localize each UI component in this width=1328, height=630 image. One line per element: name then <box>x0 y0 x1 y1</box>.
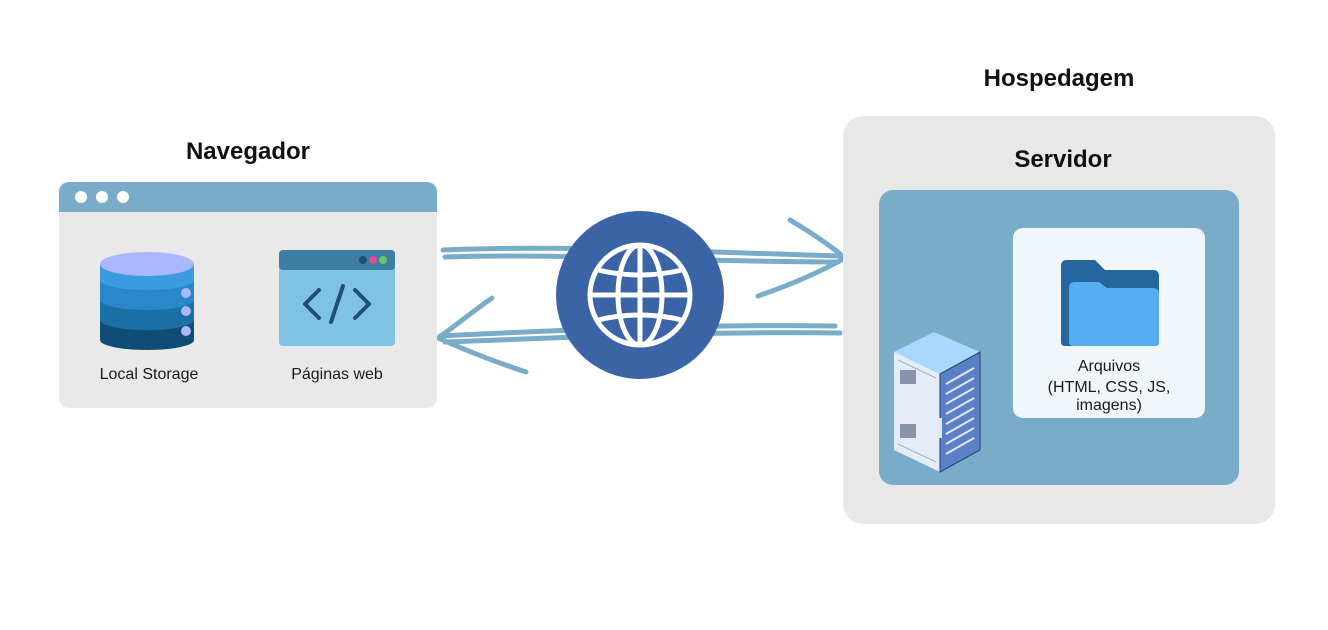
window-dot-icon <box>96 191 108 203</box>
window-dot-icon <box>117 191 129 203</box>
browser-window: Local Storage Páginas web <box>59 182 437 408</box>
globe-icon <box>587 242 693 348</box>
window-dot-icon <box>75 191 87 203</box>
files-label: Arquivos <box>1077 358 1141 375</box>
internet-globe-circle <box>556 211 724 379</box>
browser-title-bar <box>59 182 437 212</box>
browser-title: Navegador <box>185 138 311 165</box>
response-arrow-head-1 <box>435 295 495 341</box>
local-storage-label: Local Storage <box>99 366 199 383</box>
server-title: Servidor <box>1014 146 1112 173</box>
request-arrow-head-2 <box>755 255 848 299</box>
database-icon <box>100 252 194 350</box>
web-pages-label: Páginas web <box>291 366 383 383</box>
files-detail-label: (HTML, CSS, JS, imagens) <box>1047 379 1171 414</box>
web-page-code-icon <box>279 250 395 346</box>
hosting-title: Hospedagem <box>983 65 1135 92</box>
server-rack-icon <box>894 332 981 473</box>
folder-icon <box>1061 260 1159 346</box>
request-arrow-head-1 <box>787 217 848 261</box>
files-card: Arquivos (HTML, CSS, JS, imagens) <box>1013 228 1205 418</box>
response-arrow-head-2 <box>435 335 529 375</box>
